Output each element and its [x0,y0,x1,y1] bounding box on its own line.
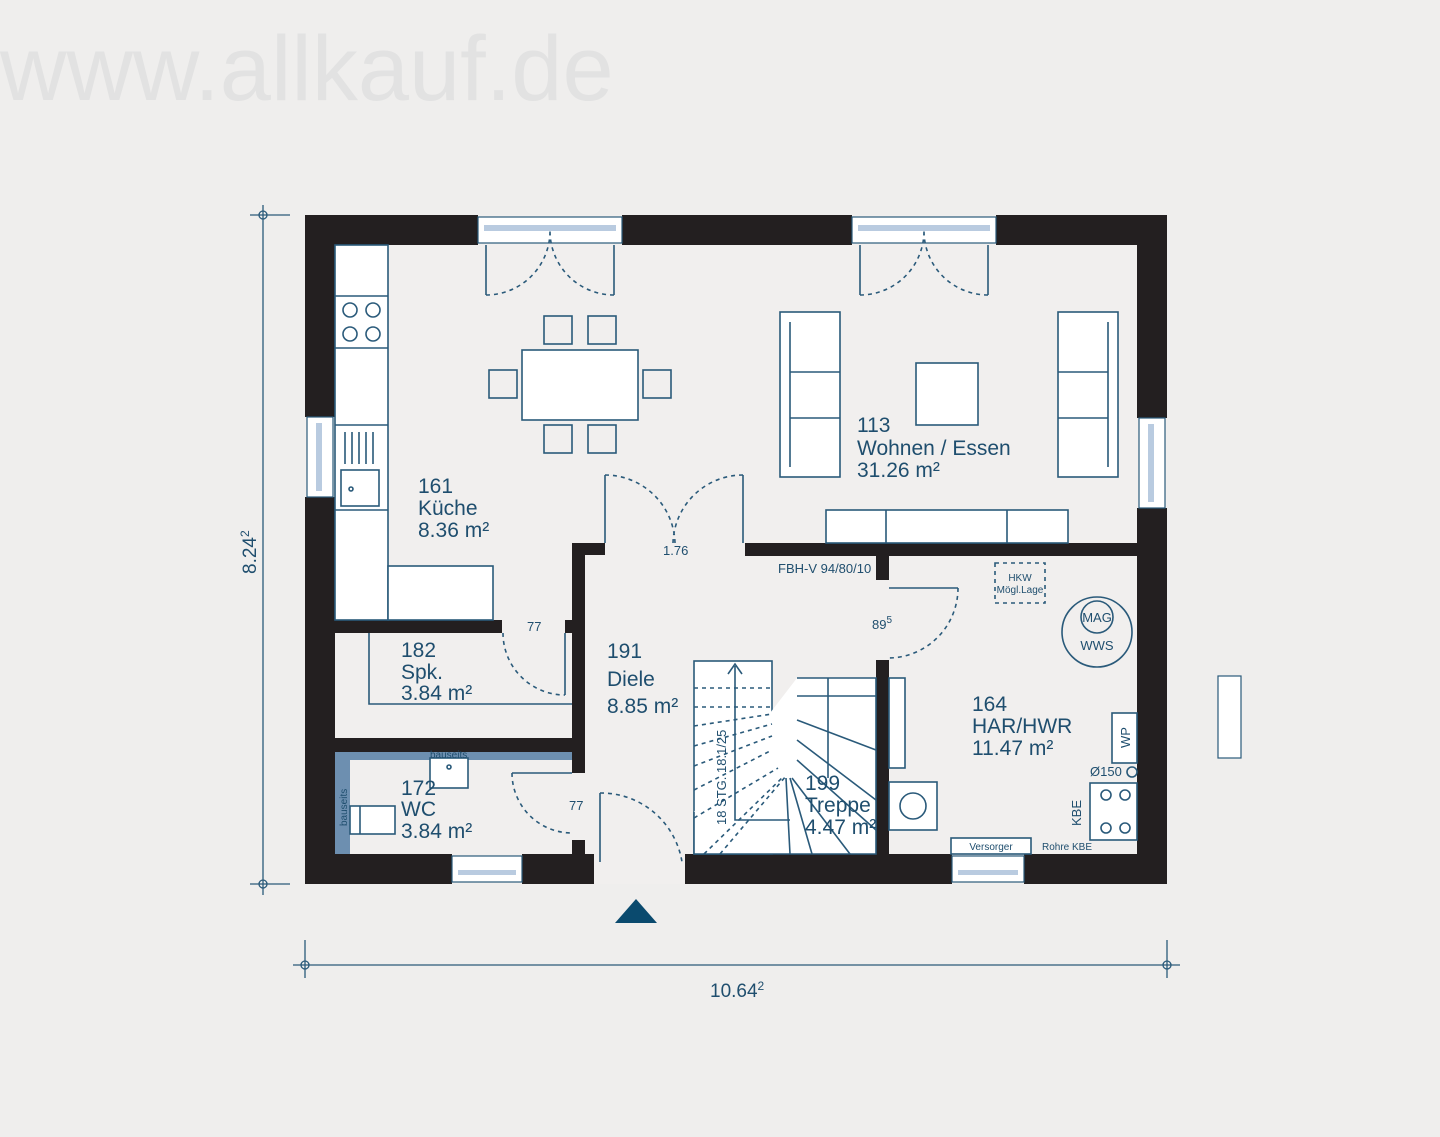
svg-text:164: 164 [972,693,1007,716]
svg-text:Diele: Diele [607,668,655,691]
hkw-location-label: Mögl.Lage [997,585,1044,596]
svg-text:8.242: 8.242 [238,530,261,574]
versorger-label: Versorger [969,842,1013,853]
svg-text:113: 113 [857,414,890,437]
stairs-label: 18 STG. 18.1/25 [714,730,729,825]
wp-label: WP [1118,727,1133,748]
kbe-label: KBE [1069,800,1084,826]
svg-text:3.84 m²: 3.84 m² [401,682,472,705]
kitchen-counter [334,244,494,621]
rohre-kbe-label: Rohre KBE [1042,842,1092,853]
doors [485,230,989,863]
svg-text:Spk.: Spk. [401,661,443,684]
entrance-arrow-icon [615,899,657,923]
svg-text:Wohnen / Essen: Wohnen / Essen [857,437,1011,460]
svg-text:4.47 m²: 4.47 m² [805,816,876,839]
outer-walls [305,215,1167,884]
interior-walls [335,543,1137,854]
utility-fixtures: HKW Mögl.Lage MAG WWS WP Ø150 KBE Versor… [888,562,1138,855]
room-wc: 172 WC 3.84 m² [401,777,472,843]
room-spk: 182 Spk. 3.84 m² [401,639,472,705]
bauseits-top-label: bauseits [430,750,467,761]
svg-text:191: 191 [607,640,642,663]
svg-text:182: 182 [401,639,436,662]
room-wohnen-essen: 113 Wohnen / Essen 31.26 m² [857,414,1011,482]
svg-text:172: 172 [401,777,436,800]
wws-label: WWS [1080,638,1114,653]
door-width-spk: 77 [527,619,541,634]
dining-table [488,315,672,454]
svg-text:199: 199 [805,772,840,795]
dimension-width: 10.642 [293,940,1180,1002]
pantry-shelf [368,633,572,705]
staircase: 18 STG. 18.1/25 [693,660,877,855]
svg-text:31.26 m²: 31.26 m² [857,459,940,482]
fbh-label: FBH-V 94/80/10 [778,561,871,576]
room-treppe: 199 Treppe 4.47 m² [805,772,876,839]
watermark: www.allkauf.de [0,18,614,120]
door-width-har: 895 [872,615,892,632]
svg-text:Treppe: Treppe [805,794,871,817]
d150-label: Ø150 [1090,764,1122,779]
bauseits-side-label: bauseits [339,789,350,826]
door-width-wc: 77 [569,798,583,813]
wc-fixtures: bauseits bauseits [335,750,572,854]
windows [306,216,1242,883]
hkw-label: HKW [1008,573,1032,584]
svg-text:10.642: 10.642 [710,979,765,1002]
sofas [779,311,1119,544]
room-kueche: 161 Küche 8.36 m² [418,475,489,542]
room-har-hwr: 164 HAR/HWR 11.47 m² [972,693,1072,760]
svg-text:HAR/HWR: HAR/HWR [972,715,1072,738]
svg-text:8.85 m²: 8.85 m² [607,695,678,718]
svg-text:161: 161 [418,475,453,498]
svg-text:3.84 m²: 3.84 m² [401,820,472,843]
svg-text:11.47 m²: 11.47 m² [972,737,1053,760]
side-element [1217,675,1242,759]
svg-text:WC: WC [401,798,436,821]
room-diele: 191 Diele 8.85 m² [607,640,678,718]
mag-label: MAG [1082,610,1112,625]
svg-text:8.36 m²: 8.36 m² [418,519,489,542]
dimension-height: 8.242 [238,205,290,895]
door-width-176: 1.76 [663,543,688,558]
svg-text:Küche: Küche [418,497,478,520]
